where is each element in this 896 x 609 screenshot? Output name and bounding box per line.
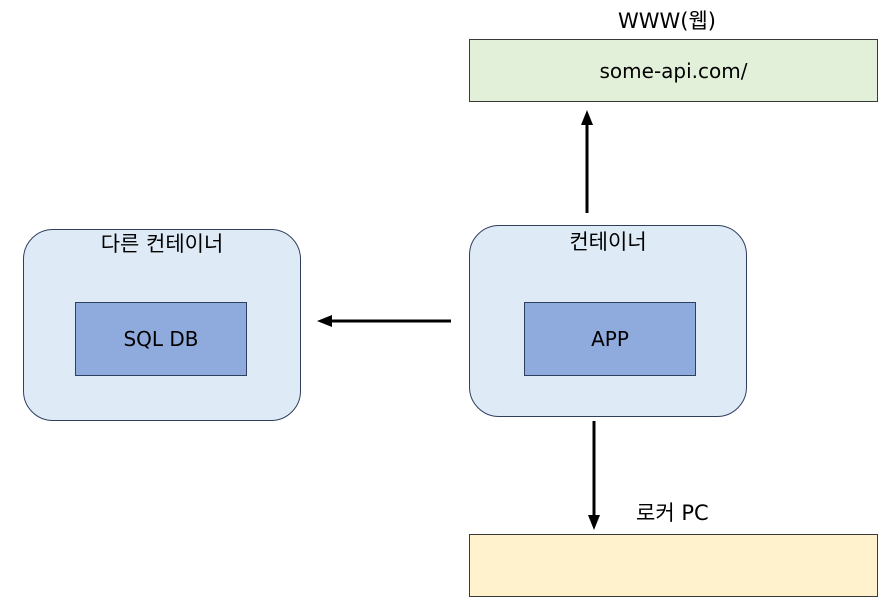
web-box: some-api.com/ <box>469 39 878 102</box>
web-caption: WWW(웹) <box>618 9 716 33</box>
arrow-app-to-web <box>581 110 593 213</box>
app-box: APP <box>524 302 696 376</box>
local-pc-caption: 로커 PC <box>636 501 709 525</box>
sql-db-box: SQL DB <box>75 302 247 376</box>
app-container-caption: 컨테이너 <box>569 230 647 254</box>
app-label: APP <box>591 327 629 351</box>
local-pc-box <box>469 534 878 597</box>
sql-db-label: SQL DB <box>123 327 199 351</box>
arrow-app-to-local-pc <box>588 421 600 530</box>
arrow-app-to-db <box>317 315 451 327</box>
web-url-label: some-api.com/ <box>599 58 748 83</box>
other-container-caption: 다른 컨테이너 <box>100 232 224 256</box>
